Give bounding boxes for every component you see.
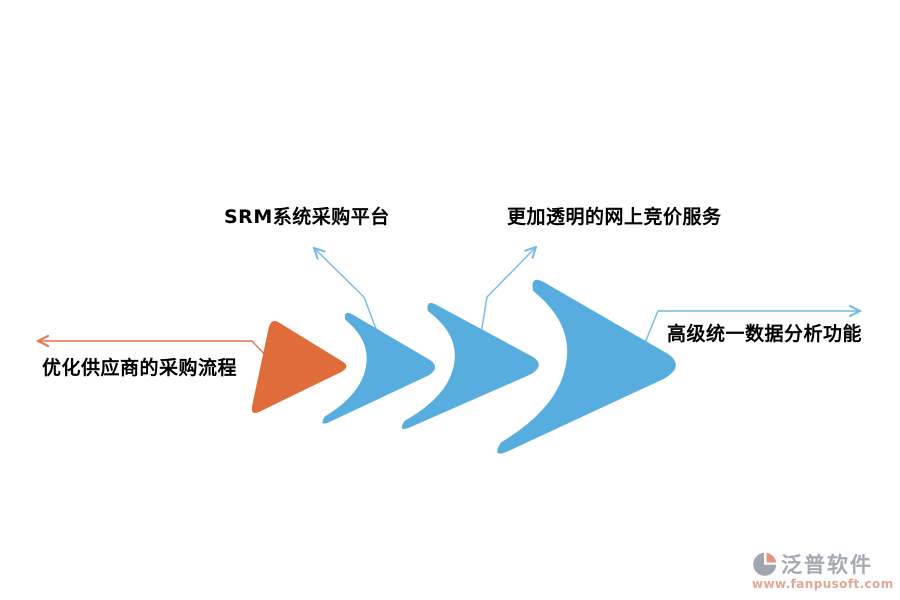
watermark: 泛普软件 www.fanpusoft.com [752, 549, 894, 591]
step-4-label: 高级统一数据分析功能 [667, 323, 863, 345]
step-2-chevron-shape [322, 312, 436, 424]
fanpu-logo-icon [753, 552, 777, 576]
step-3-label: 更加透明的网上竞价服务 [507, 206, 722, 228]
fanpu-logo-gray-part [753, 552, 777, 576]
connector-line-step-1 [38, 341, 268, 358]
connector-line-step-2 [314, 248, 379, 335]
watermark-brand-name: 泛普软件 [781, 553, 873, 577]
step-1-label: 优化供应商的采购流程 [42, 357, 238, 379]
connector-line-step-4 [641, 311, 860, 351]
watermark-website-url: www.fanpusoft.com [752, 577, 894, 591]
step-2-label: SRM系统采购平台 [224, 206, 390, 228]
step-1-triangle-shape [251, 321, 347, 413]
fanpu-logo-salmon-part [766, 552, 777, 563]
step-4-chevron-shape [497, 279, 676, 454]
step-3-chevron-shape [401, 303, 539, 429]
connector-line-step-3 [480, 247, 536, 335]
